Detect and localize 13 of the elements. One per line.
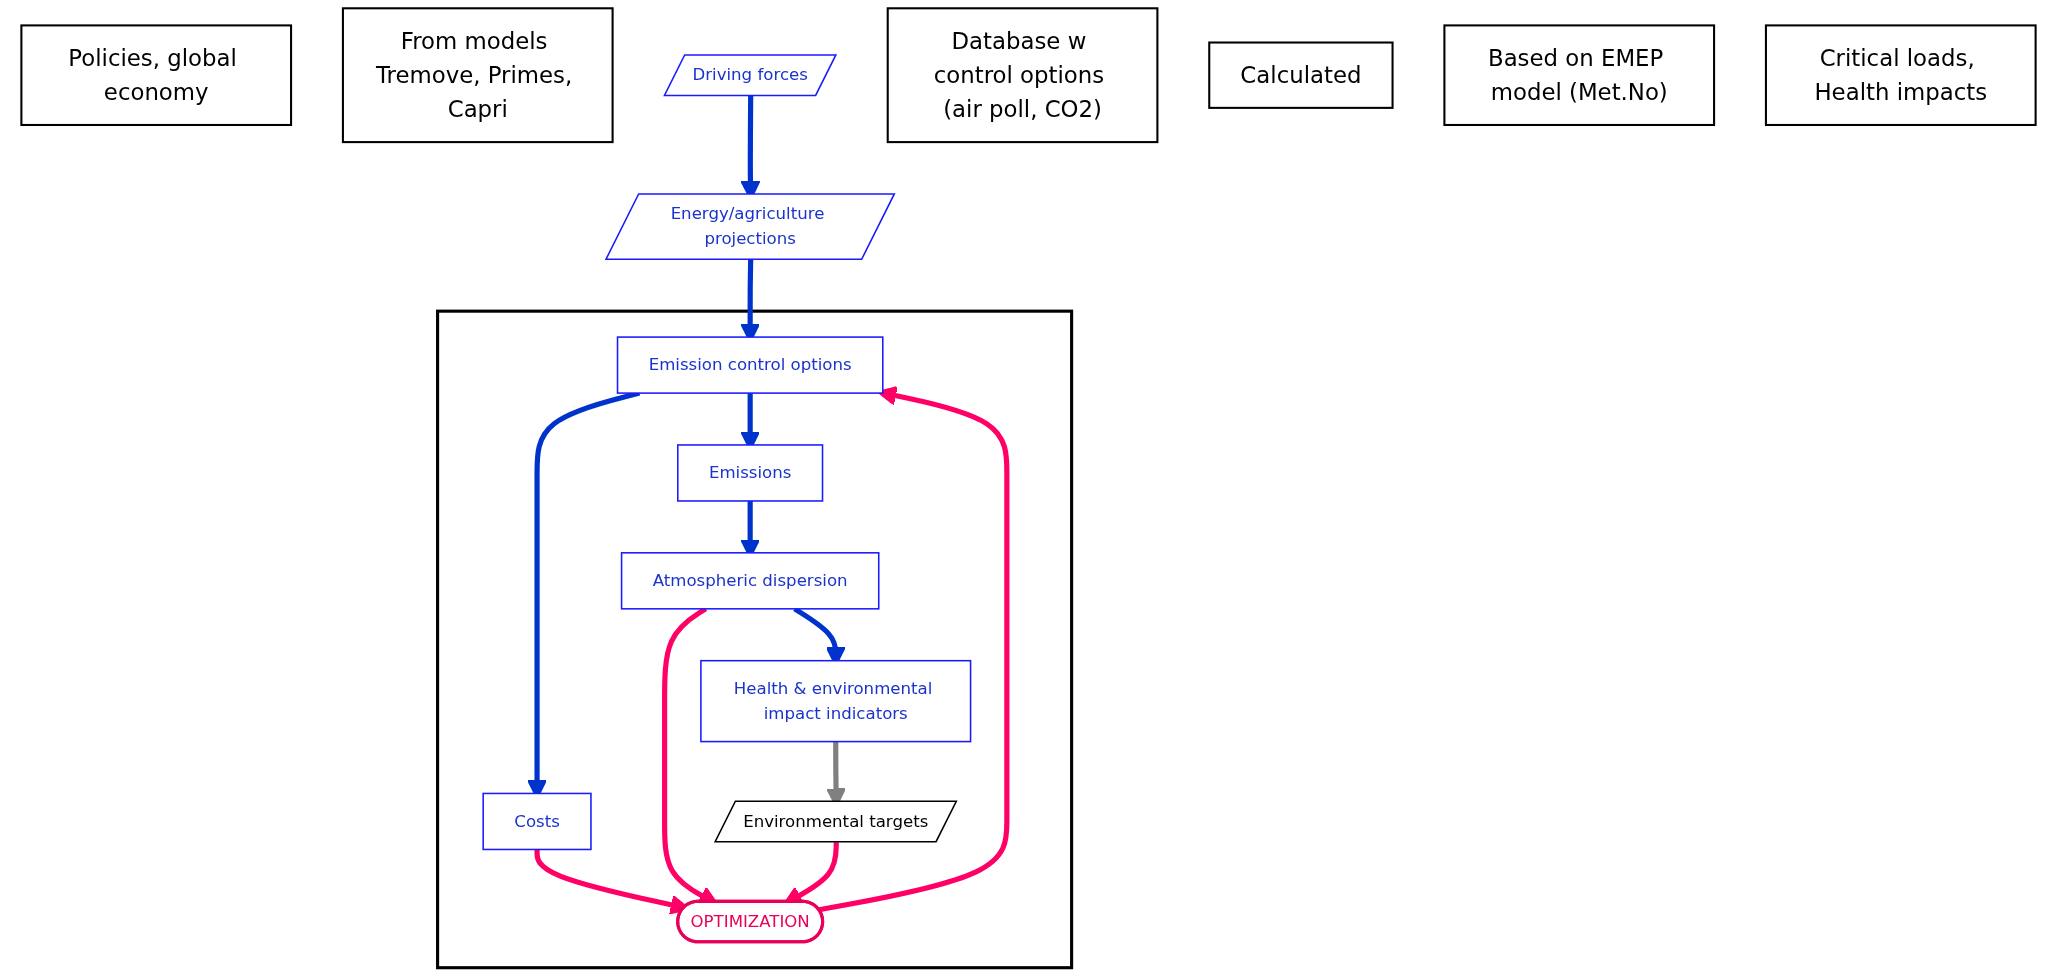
node-box: Policies, global economy: [20, 24, 293, 126]
node-box: From models Tremove, Primes, Capri: [341, 7, 614, 144]
node-box: Emissions: [677, 444, 824, 502]
node-box: Based on EMEP model (Met.No): [1443, 24, 1716, 126]
cluster: [436, 309, 1074, 970]
node-box: Calculated: [1208, 41, 1394, 109]
node-box: Critical loads, Health impacts: [1764, 24, 2037, 126]
node-box: Database w control options (air poll, CO2): [886, 7, 1159, 144]
node-box: Health & environmental impact indicators: [700, 659, 972, 743]
node-box: Atmospheric dispersion: [620, 552, 880, 610]
arrow: [818, 385, 1010, 913]
node-box: Emission control options: [616, 336, 884, 394]
node-box: Costs: [482, 792, 592, 851]
